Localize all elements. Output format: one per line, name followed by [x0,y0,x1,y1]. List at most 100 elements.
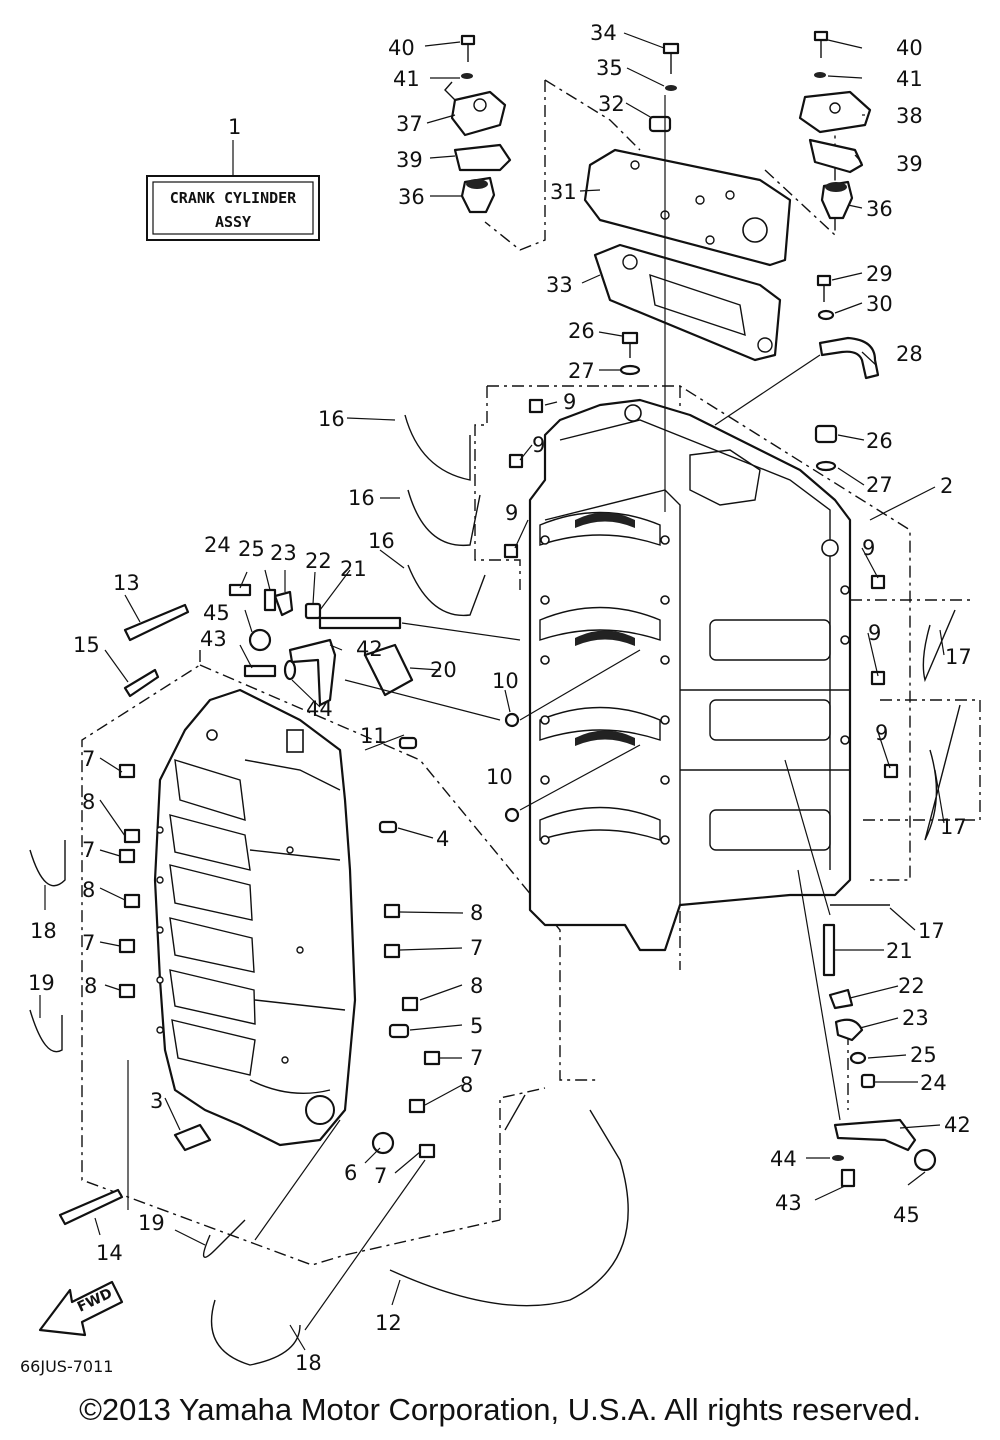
callout-4: 4 [436,827,449,851]
callout-30: 30 [866,292,893,316]
callout-40b: 40 [896,36,923,60]
callout-27a: 27 [568,359,595,383]
exhaust-cover-gasket [593,243,782,362]
callout-27b: 27 [866,473,893,497]
callout-16c: 16 [368,529,395,553]
callout-31: 31 [550,180,577,204]
callout-7a: 7 [82,747,95,771]
callout-21a: 21 [340,557,367,581]
callout-16b: 16 [348,486,375,510]
callout-45b: 45 [893,1203,920,1227]
callout-17c: 17 [918,919,945,943]
callout-7d: 7 [470,936,483,960]
callout-34: 34 [590,21,617,45]
thermostat-gasket-left [453,143,512,172]
callout-39a: 39 [396,148,423,172]
callout-43b: 43 [775,1191,802,1215]
callout-7e: 7 [470,1046,483,1070]
callout-33: 33 [546,273,573,297]
callout-7f: 7 [374,1164,387,1188]
callout-19b: 19 [138,1211,165,1235]
callout-17b: 17 [940,815,967,839]
callout-36a: 36 [398,185,425,209]
callout-14: 14 [96,1241,123,1265]
callout-10a: 10 [492,669,519,693]
diagram-code: 66JUS-7011 [20,1357,113,1376]
thermostat-gasket-right [808,138,864,174]
hoses [29,414,961,1366]
callout-9d: 9 [862,536,875,560]
callout-24a: 24 [204,533,231,557]
callout-7b: 7 [82,838,95,862]
callout-42b: 42 [944,1113,971,1137]
callout-8e: 8 [470,974,483,998]
assy-box-line2: ASSY [215,213,251,231]
thermostat-right [820,180,854,220]
callout-40a: 40 [388,36,415,60]
callout-41a: 41 [393,67,420,91]
callout-25b: 25 [910,1043,937,1067]
callout-44a: 44 [306,697,333,721]
callout-20: 20 [430,658,457,682]
callout-32: 32 [598,92,625,116]
callout-7c: 7 [82,931,95,955]
crankcase [153,688,357,1147]
callout-22a: 22 [305,549,332,573]
callout-8b: 8 [82,878,95,902]
callout-35: 35 [596,56,623,80]
callout-2: 2 [940,474,953,498]
callout-18a: 18 [30,919,57,943]
callout-11: 11 [360,724,387,748]
crank-cylinder-assy-box: CRANK CYLINDER ASSY [146,140,320,241]
callout-38: 38 [896,104,923,128]
thermostat-left [460,176,496,214]
callout-26a: 26 [568,319,595,343]
fwd-arrow: FWD [38,1280,124,1337]
callout-45a: 45 [203,601,230,625]
cylinder-block [528,398,852,952]
callout-23a: 23 [270,541,297,565]
callout-26b: 26 [866,429,893,453]
callout-3: 3 [150,1089,163,1113]
callout-1: 1 [228,115,241,139]
callout-8f: 8 [460,1073,473,1097]
callout-36b: 36 [866,197,893,221]
callout-25a: 25 [238,537,265,561]
callout-9b: 9 [532,433,545,457]
callout-5: 5 [470,1014,483,1038]
callout-22b: 22 [898,974,925,998]
callout-8a: 8 [82,790,95,814]
callout-24b: 24 [920,1071,947,1095]
callout-9c: 9 [505,501,518,525]
callout-39b: 39 [896,152,923,176]
callout-16a: 16 [318,407,345,431]
thermostat-cover-right [798,90,872,134]
copyright-notice: ©2013 Yamaha Motor Corporation, U.S.A. A… [79,1392,921,1427]
callout-9e: 9 [868,621,881,645]
callout-18b: 18 [295,1351,322,1375]
callout-9a: 9 [563,390,576,414]
callout-8d: 8 [470,901,483,925]
callout-9f: 9 [875,721,888,745]
callout-12: 12 [375,1311,402,1335]
callout-15: 15 [73,633,100,657]
leader-lines [39,32,945,1351]
callout-29: 29 [866,262,893,286]
callout-41b: 41 [896,67,923,91]
callout-8c: 8 [84,974,97,998]
callout-17a: 17 [945,645,972,669]
callout-21b: 21 [886,939,913,963]
callout-13: 13 [113,571,140,595]
callout-10b: 10 [486,765,513,789]
hardware-parts [58,30,937,1226]
callout-19a: 19 [28,971,55,995]
exhaust-cover [583,148,792,267]
callout-43a: 43 [200,627,227,651]
callouts: 1 2 3 4 5 6 7 7 7 7 7 7 8 8 8 8 8 8 9 9 … [28,21,972,1375]
callout-44b: 44 [770,1147,797,1171]
callout-6: 6 [344,1161,357,1185]
callout-28: 28 [896,342,923,366]
callout-42a: 42 [356,637,383,661]
assy-box-line1: CRANK CYLINDER [170,189,297,207]
